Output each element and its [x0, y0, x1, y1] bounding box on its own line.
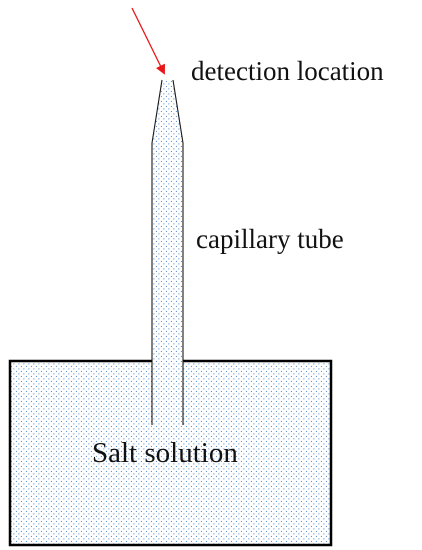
capillary-tube-label: capillary tube: [196, 224, 344, 254]
capillary-tube-fill: [152, 80, 183, 425]
capillary-tube-right-wall: [172, 79, 184, 425]
capillary-tube-left-wall: [151, 79, 163, 425]
salt-solution-label: Salt solution: [92, 437, 238, 469]
detection-arrow: [131, 7, 165, 75]
detection-location-label: detection location: [191, 56, 384, 86]
